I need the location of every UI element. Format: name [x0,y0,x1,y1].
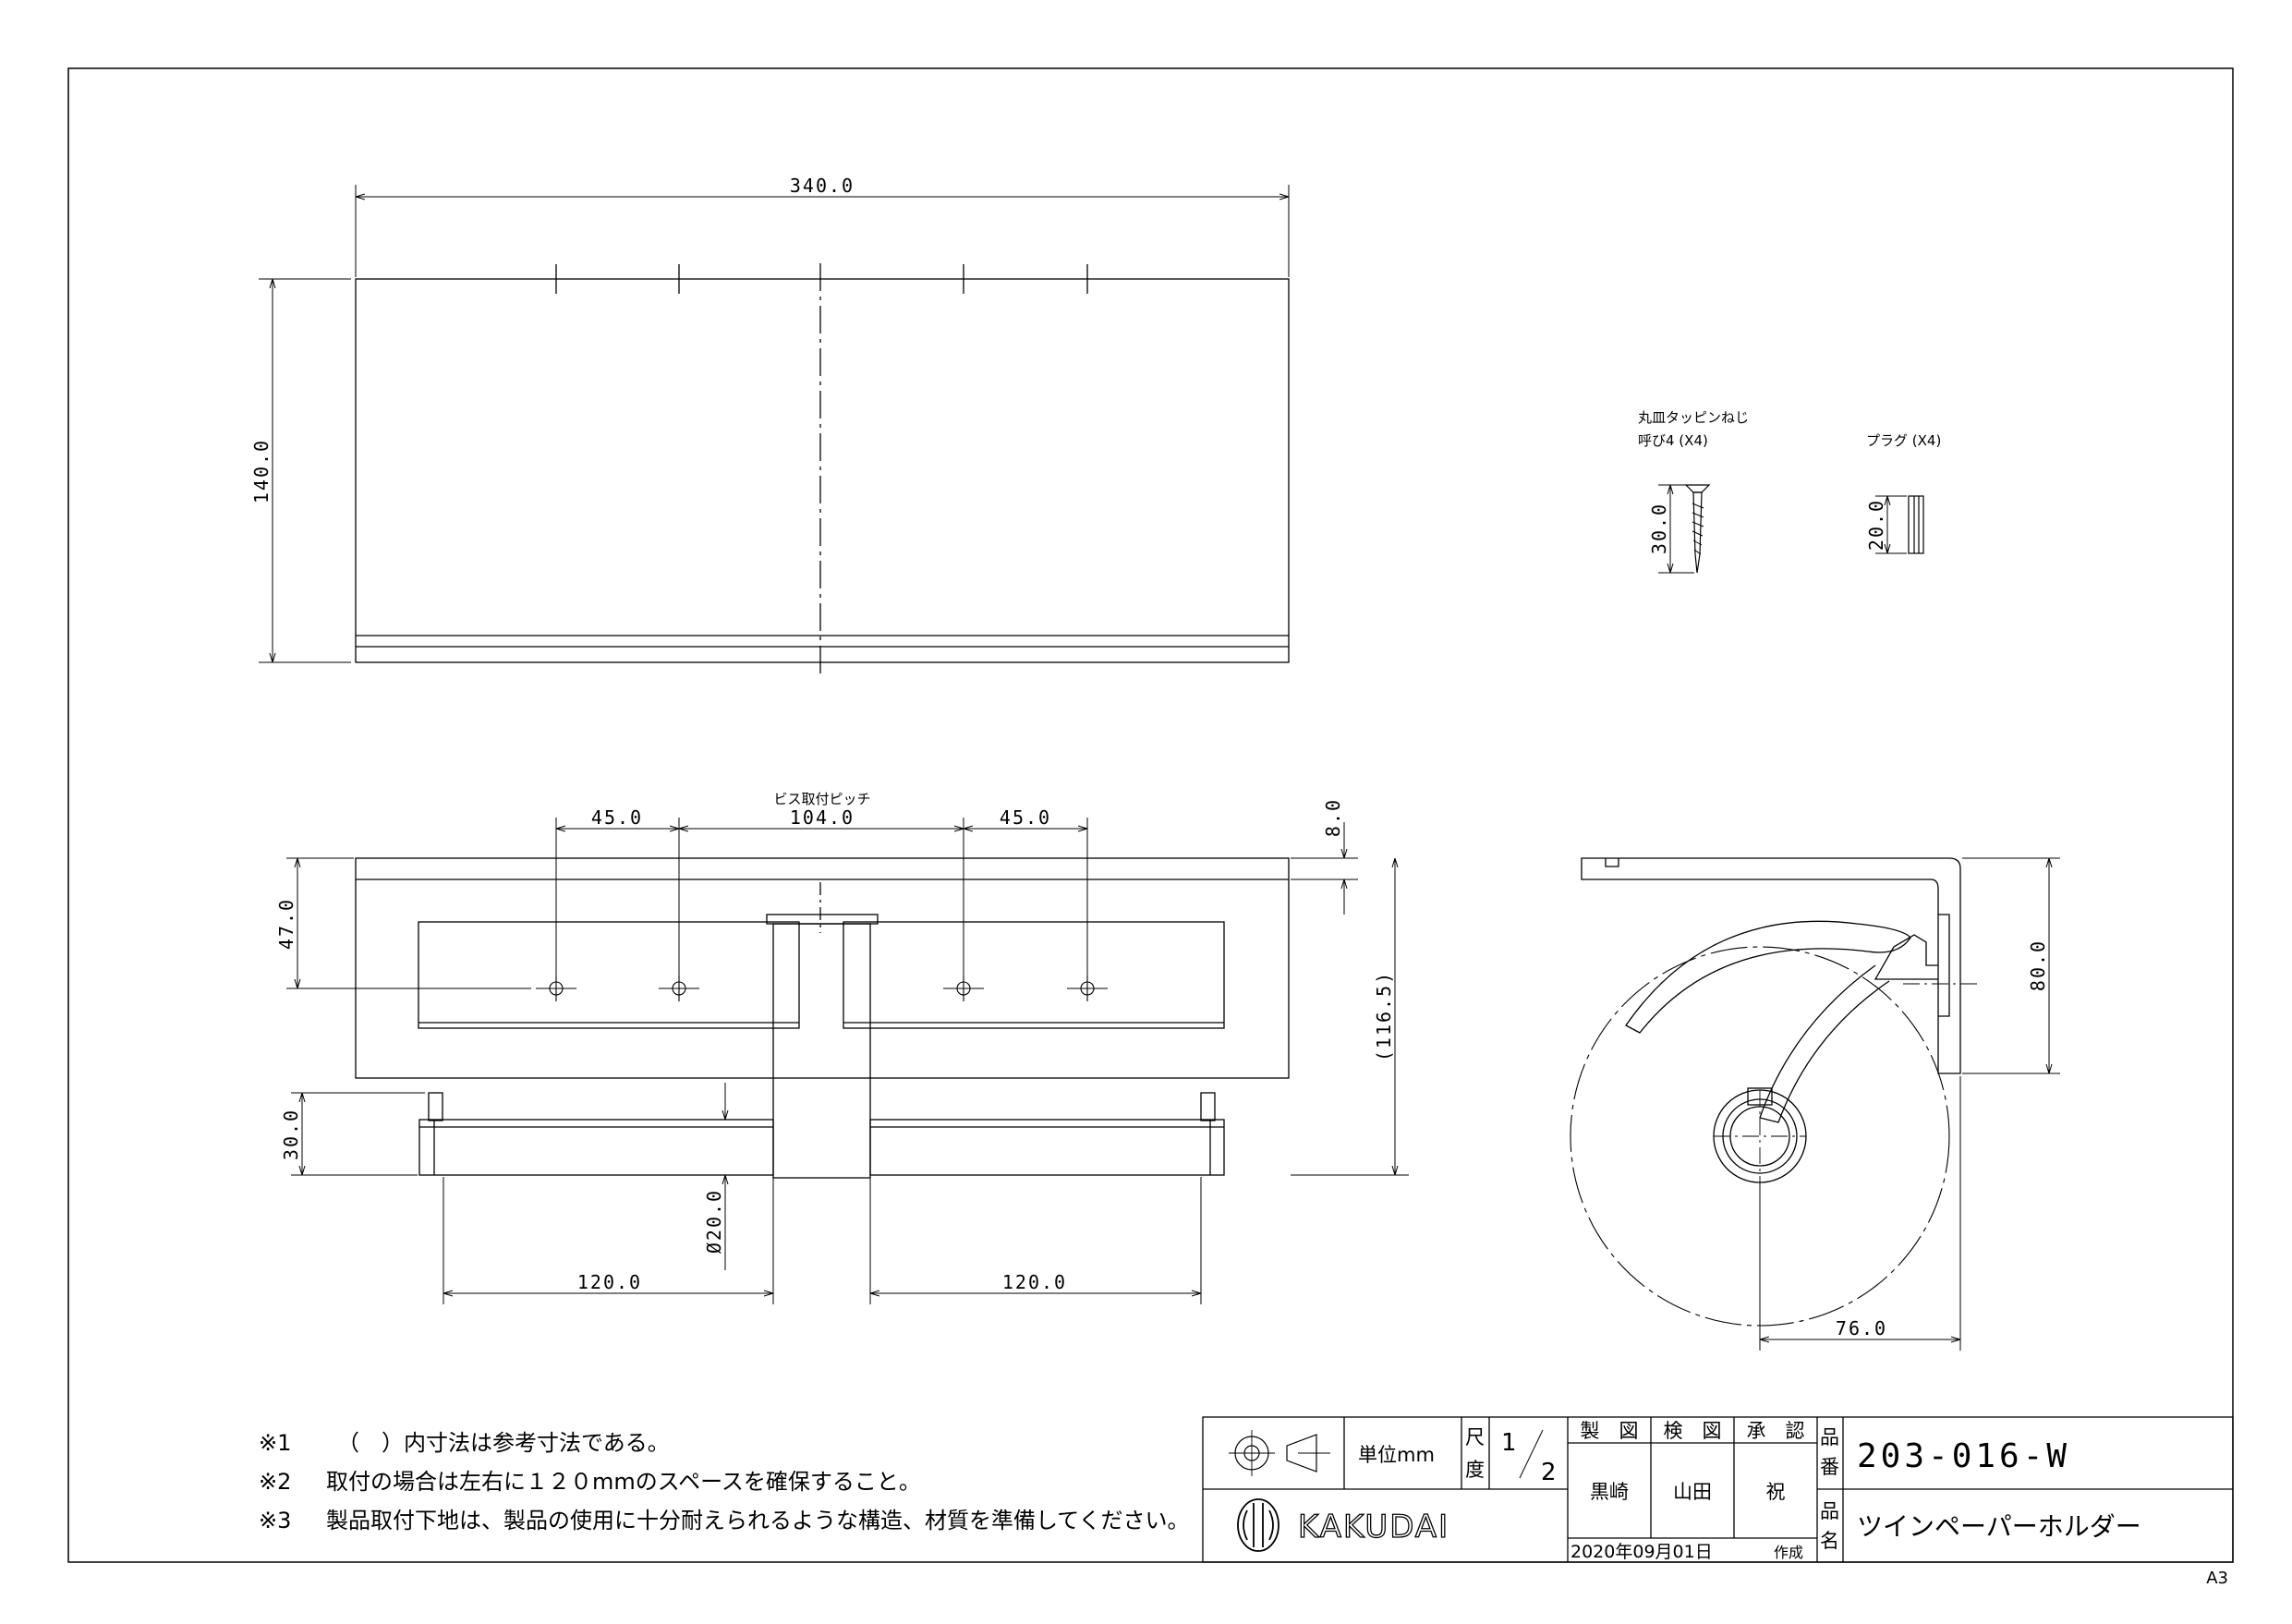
part-name-label-1: 品 [1820,1500,1839,1522]
dim-pitch-right: 45.0 [1000,806,1051,829]
dim-front-total: (116.5) [1373,971,1395,1061]
scale-numerator: 1 [1501,1429,1517,1457]
part-no-label-1: 品 [1820,1426,1839,1448]
date: 2020年09月01日 [1570,1542,1713,1562]
note-3-text: 製品取付下地は、製品の使用に十分耐えられるような構造、材質を準備してください。 [326,1508,1190,1533]
made-by: 黒崎 [1590,1481,1629,1503]
sheet-size: A3 [2206,1569,2228,1588]
scale-label-1: 尺 [1465,1426,1485,1448]
approve-label: 承 認 [1747,1420,1805,1442]
top-view-outline [355,278,1290,663]
approve-by: 祝 [1766,1481,1786,1503]
part-name: ツインペーパーホルダー [1857,1511,2141,1542]
arm [1625,920,1911,1034]
check-by: 山田 [1673,1481,1712,1503]
made-label: 製 図 [1581,1420,1639,1442]
screw-name: 丸皿タッピンねじ [1638,409,1749,426]
note-2-mark: ※2 [259,1469,291,1495]
scale-label-2: 度 [1465,1459,1485,1481]
dim-pitch-label: ビス取付ピッチ [773,791,870,807]
plug-name: プラグ (X4) [1866,432,1941,449]
side-view [1570,857,2060,1351]
part-no-label-2: 番 [1820,1456,1839,1478]
kakudai-logo-icon [1237,1498,1279,1552]
right-roller [869,1119,1225,1176]
dim-pitch-left: 45.0 [591,806,643,829]
note-3-mark: ※3 [259,1508,291,1533]
unit-label: 単位mm [1358,1444,1435,1466]
check-label: 検 図 [1664,1420,1722,1442]
dim-space-left: 120.0 [577,1271,642,1293]
dim-front-47: 47.0 [275,898,297,950]
part-name-label-2: 名 [1820,1530,1839,1552]
left-roller [418,1119,774,1176]
sheet-border [67,67,2234,1563]
projection-symbol-icon [1229,1430,1330,1476]
dim-side-height: 80.0 [2027,939,2049,991]
dim-pitch-center: 104.0 [790,806,855,829]
dim-side-width: 76.0 [1836,1317,1887,1339]
scale-denominator: 2 [1541,1459,1557,1486]
note-2-text: 取付の場合は左右に１２０mmのスペースを確保すること。 [326,1469,921,1495]
note-1-mark: ※1 [259,1430,291,1456]
title-block [1202,1416,2234,1563]
dim-thickness: 8.0 [1322,798,1344,837]
date-suffix: 作成 [1774,1544,1803,1561]
top-view [259,185,1290,679]
screw-spec: 呼び4 (X4) [1638,432,1708,449]
dim-space-right: 120.0 [1002,1271,1067,1293]
note-1-text: （ ）内寸法は参考寸法である。 [337,1430,670,1456]
screw-length: 30.0 [1648,503,1670,554]
part-number: 203-016-W [1857,1437,2070,1475]
front-view [286,818,1409,1304]
brand-name: KAKUDAI [1298,1509,1449,1545]
accessory-plug [1875,495,1924,554]
accessory-screw [1658,484,1711,574]
dim-diameter: Ø20.0 [703,1189,725,1254]
front-plate [355,857,1290,1079]
center-post [772,923,871,1179]
dim-front-30: 30.0 [280,1109,302,1160]
dim-top-width: 340.0 [790,175,855,197]
plug-length: 20.0 [1865,499,1887,551]
notes: ※1 （ ）内寸法は参考寸法である。 ※2 取付の場合は左右に１２０mmのスペー… [259,1430,1190,1533]
dim-top-height: 140.0 [250,439,273,503]
